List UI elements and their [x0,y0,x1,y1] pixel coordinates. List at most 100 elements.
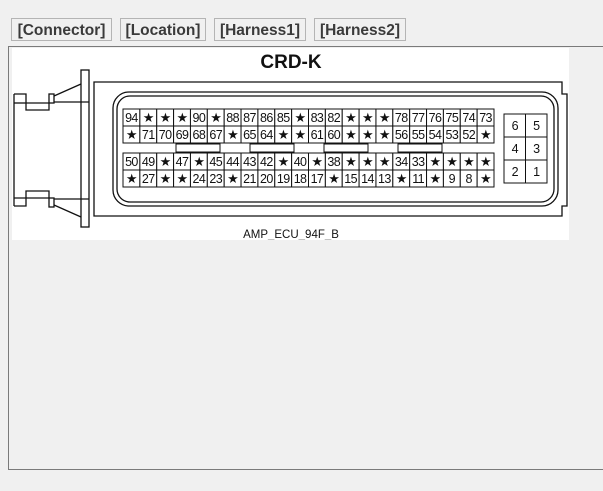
pin-number: 3 [533,142,540,156]
unused-pin-star-icon: ★ [429,154,440,169]
unused-pin-star-icon: ★ [227,171,238,186]
pin-number: 74 [462,111,475,125]
pin-number: 47 [176,155,189,169]
unused-pin-star-icon: ★ [278,154,289,169]
pin-number: 44 [226,155,239,169]
pin-number: 67 [209,128,222,142]
power-pin-cell [525,159,548,184]
pin-number: 50 [125,155,138,169]
pin-number: 69 [176,128,189,142]
pin-number: 17 [311,172,324,186]
pin-number: 65 [243,128,256,142]
unused-pin-star-icon: ★ [210,110,221,125]
key-slot [323,143,369,153]
pin-number: 4 [512,142,519,156]
pin-number: 23 [209,172,222,186]
pin-number: 19 [277,172,290,186]
pin-number: 85 [277,111,290,125]
pin-number: 70 [159,128,172,142]
pin-number: 38 [327,155,340,169]
unused-pin-star-icon: ★ [126,127,137,142]
unused-pin-star-icon: ★ [362,110,373,125]
unused-pin-star-icon: ★ [446,154,457,169]
key-slot [175,143,221,153]
unused-pin-star-icon: ★ [160,171,171,186]
pin-number: 18 [294,172,307,186]
pin-number: 42 [260,155,273,169]
key-slot [397,143,443,153]
pin-number: 27 [142,172,155,186]
pin-number: 78 [395,111,408,125]
unused-pin-star-icon: ★ [160,110,171,125]
unused-pin-star-icon: ★ [227,127,238,142]
pin-number: 52 [462,128,475,142]
pin-number: 40 [294,155,307,169]
tab-harness1[interactable]: [Harness1] [214,18,306,41]
unused-pin-star-icon: ★ [379,110,390,125]
unused-pin-star-icon: ★ [480,127,491,142]
pin-number: 61 [311,128,324,142]
unused-pin-star-icon: ★ [429,171,440,186]
pin-number: 13 [378,172,391,186]
pin-number: 5 [533,119,540,133]
unused-pin-star-icon: ★ [463,154,474,169]
unused-pin-star-icon: ★ [126,171,137,186]
pin-cell [476,125,495,144]
pin-number: 1 [533,165,540,179]
unused-pin-star-icon: ★ [311,154,322,169]
pin-number: 54 [429,128,442,142]
pin-number: 82 [327,111,340,125]
pin-number: 8 [466,172,473,186]
pin-number: 45 [209,155,222,169]
connector-part-name: AMP_ECU_94F_B [243,229,339,240]
pin-number: 90 [193,111,206,125]
pin-number: 24 [193,172,206,186]
pin-number: 68 [193,128,206,142]
unused-pin-star-icon: ★ [278,127,289,142]
unused-pin-star-icon: ★ [328,171,339,186]
unused-pin-star-icon: ★ [193,154,204,169]
unused-pin-star-icon: ★ [480,171,491,186]
unused-pin-star-icon: ★ [295,127,306,142]
unused-pin-star-icon: ★ [143,110,154,125]
pin-number: 53 [445,128,458,142]
pin-number: 33 [412,155,425,169]
pin-number: 9 [449,172,456,186]
connector-title: CRD-K [260,52,321,73]
pin-number: 20 [260,172,273,186]
pin-number: 75 [445,111,458,125]
unused-pin-star-icon: ★ [396,171,407,186]
pin-number: 2 [512,165,519,179]
pin-number: 71 [142,128,155,142]
pin-number: 6 [512,119,519,133]
pin-number: 14 [361,172,374,186]
unused-pin-star-icon: ★ [345,127,356,142]
pin-number: 34 [395,155,408,169]
pin-number: 21 [243,172,256,186]
pin-number: 77 [412,111,425,125]
pin-number: 88 [226,111,239,125]
pin-number: 94 [125,111,138,125]
unused-pin-star-icon: ★ [480,154,491,169]
pin-number: 83 [311,111,324,125]
unused-pin-star-icon: ★ [362,127,373,142]
pin-number: 11 [412,172,424,186]
unused-pin-star-icon: ★ [345,110,356,125]
tab-location[interactable]: [Location] [120,18,206,41]
pin-number: 64 [260,128,273,142]
unused-pin-star-icon: ★ [379,127,390,142]
unused-pin-star-icon: ★ [379,154,390,169]
pin-number: 43 [243,155,256,169]
pin-number: 56 [395,128,408,142]
pin-number: 76 [429,111,442,125]
tab-connector[interactable]: [Connector] [11,18,112,41]
tab-harness2[interactable]: [Harness2] [314,18,406,41]
unused-pin-star-icon: ★ [160,154,171,169]
unused-pin-star-icon: ★ [362,154,373,169]
key-slot [249,143,295,153]
unused-pin-star-icon: ★ [295,110,306,125]
pin-number: 73 [479,111,492,125]
pin-number: 86 [260,111,273,125]
pin-number: 87 [243,111,256,125]
